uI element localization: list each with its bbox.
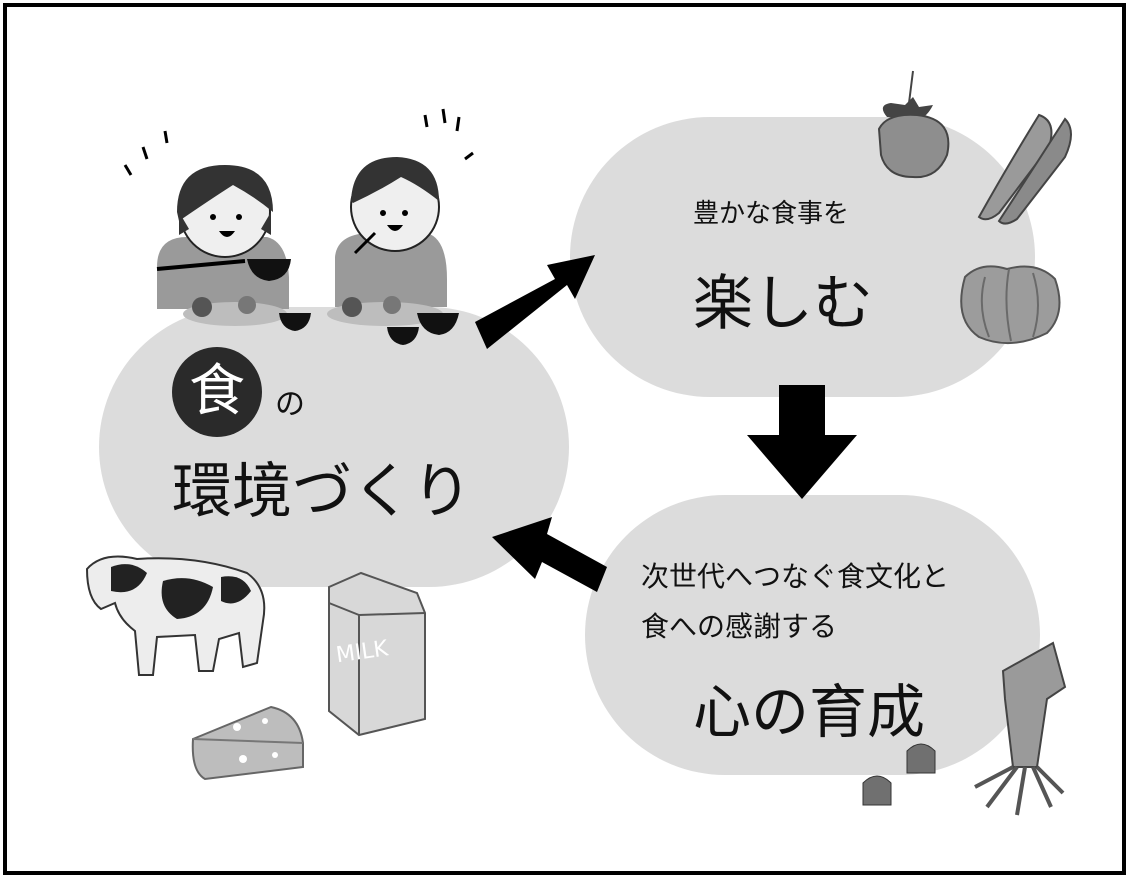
node-heart-subtitle-line2: 食への感謝する (641, 610, 838, 643)
node-heart-title: 心の育成 (693, 678, 926, 746)
children-eating-icon (123, 108, 474, 345)
node-environment (99, 307, 569, 587)
circle-char-food: 食 (172, 347, 262, 437)
squid-icon (974, 641, 1067, 816)
excitement-marks-icon (123, 108, 474, 176)
pea-pod-icon (977, 113, 1072, 225)
seafood-art (862, 641, 1067, 816)
arrow-left-to-topright (475, 255, 595, 349)
milk-carton-icon (328, 571, 426, 737)
node-enjoy-subtitle: 豊かな食事を (693, 199, 850, 229)
pumpkin-icon (960, 265, 1061, 345)
dairy-art: MILK (85, 555, 426, 781)
cheese-icon (191, 705, 304, 781)
cow-icon (85, 555, 266, 676)
node-heart-subtitle-line1: 次世代へつなぐ食文化と (641, 560, 950, 593)
cycle-arrows (475, 255, 857, 592)
shellfish-icon (862, 743, 936, 806)
strawberry-icon (877, 70, 950, 179)
vegetables-art (877, 70, 1072, 345)
particle-no: の (275, 387, 305, 422)
node-heart-nurturing (585, 495, 1040, 775)
arrow-topright-to-bottomright (747, 385, 857, 499)
node-environment-title: 環境づくり (172, 457, 472, 527)
node-enjoy-title: 楽しむ (693, 269, 873, 339)
arrow-bottomright-to-left (492, 517, 607, 592)
node-enjoy-meals (570, 117, 1035, 397)
diagram-frame: MILK 食 の 環境づくり 豊かな食事を 楽しむ 次世代へつなぐ食文化と 食へ… (3, 3, 1126, 875)
